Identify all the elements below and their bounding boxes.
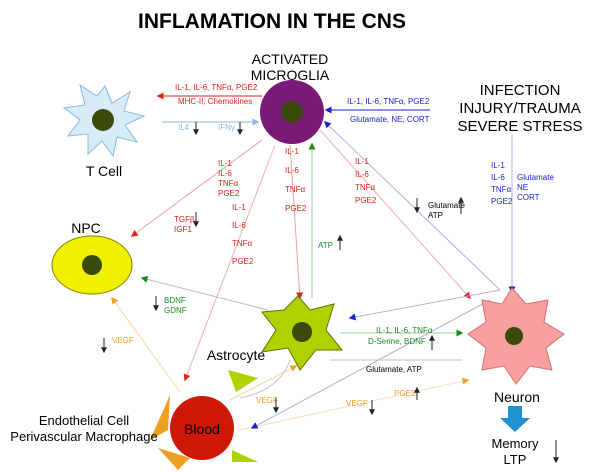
label-atp-up: ATP bbox=[318, 241, 333, 250]
astrocyte-node[interactable] bbox=[260, 295, 344, 371]
edge-astrocyte-npc bbox=[140, 275, 269, 311]
label-vegf-b2: VEGF bbox=[346, 399, 368, 408]
label-mg-to-tcell: IL-1, IL-6, TNFα, PGE2 bbox=[175, 83, 258, 92]
microglia-node[interactable] bbox=[260, 80, 324, 144]
edge-microglia-neuron bbox=[319, 129, 471, 300]
astrocyte-label: Astrocyte bbox=[207, 347, 266, 363]
label-mhc: MHC-II, Chemokines bbox=[178, 97, 252, 106]
npc-label: NPC bbox=[71, 220, 101, 236]
edge-microglia-blood bbox=[183, 144, 276, 382]
blood-vessel-node[interactable] bbox=[150, 370, 258, 470]
label-vegf-b1: VEGF bbox=[256, 396, 278, 405]
edge-blood-npc bbox=[111, 296, 181, 393]
edge-microglia-npc bbox=[130, 139, 263, 237]
neuron-node[interactable] bbox=[467, 287, 565, 385]
tcell-label: T Cell bbox=[86, 163, 122, 179]
label-glut-atp2: Glutamate, ATP bbox=[366, 365, 422, 374]
label-pge2-b: PGE2 bbox=[394, 389, 416, 398]
edge-neuron-microglia bbox=[323, 121, 501, 291]
diagram-title: INFLAMATION IN THE CNS bbox=[138, 10, 406, 33]
edge-neuron-astrocyte bbox=[348, 289, 501, 321]
blood-label: Blood bbox=[184, 421, 220, 437]
label-ast-to-neu: IL-1, IL-6, TNFα bbox=[376, 326, 433, 335]
label-vegf-left: VEGF bbox=[112, 336, 134, 345]
label-glut-ne: Glutamate, NE, CORT bbox=[350, 115, 430, 124]
tcell-node[interactable] bbox=[62, 83, 146, 158]
label-il4: IL4 bbox=[178, 123, 190, 132]
edge-astrocyte-blood bbox=[239, 359, 291, 399]
neuron-label: Neuron bbox=[494, 389, 540, 405]
memory-arrow bbox=[500, 406, 530, 432]
label-dserine: D-Serine, BDNF bbox=[368, 337, 426, 346]
edge-microglia-astrocyte bbox=[289, 144, 304, 300]
label-inf-to-mg: IL-1, IL-6, TNFα, PGE2 bbox=[347, 97, 430, 106]
edge-neuron-blood bbox=[250, 299, 491, 429]
label-ifn: IFNγ bbox=[218, 123, 235, 132]
edge-blood-neuron bbox=[239, 377, 470, 431]
npc-node[interactable] bbox=[51, 235, 133, 295]
